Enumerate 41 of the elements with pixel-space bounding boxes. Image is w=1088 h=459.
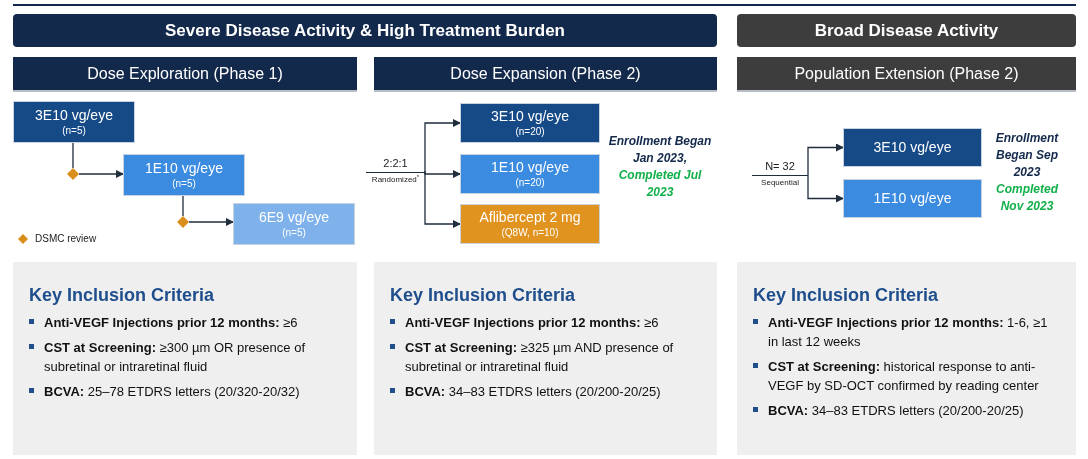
allocation-label: N= 32 Sequential xyxy=(752,158,808,190)
connector-arrow xyxy=(424,119,461,172)
dose-box: 1E10 vg/eye xyxy=(843,179,982,218)
connector-arrow xyxy=(807,173,844,203)
allocation-label: 2:2:1 Randomized$^{*}$ xyxy=(366,154,425,188)
section-header: Broad Disease Activity xyxy=(737,14,1076,47)
legend-text: DSMC review xyxy=(35,232,97,246)
review-diamond xyxy=(67,168,79,180)
dose-box: 3E10 vg/eye xyxy=(843,128,982,167)
connector-arrow xyxy=(807,143,844,175)
connector-arrow xyxy=(78,170,124,178)
connector-arrow xyxy=(424,170,461,178)
phase-header: Dose Exploration (Phase 1) xyxy=(13,57,357,90)
dose-box: 6E9 vg/eye (n=5) xyxy=(233,203,355,245)
section-header: Severe Disease Activity & High Treatment Burden xyxy=(13,14,717,47)
enrollment-note: Completed Nov 2023 xyxy=(995,181,1060,215)
enrollment-note: Completed Jul 2023 xyxy=(617,167,703,201)
criteria-panel: Key Inclusion Criteria Anti-VEGF Injections prior 12 months: ≥6 CST at Screening: ≥300 µm OR presence of subretinal or intraretinal fluid BCVA: 25–78 ETDRS letters (20/320-20/32) xyxy=(13,262,357,455)
criterion-text: Anti-VEGF Injections prior 12 months: 1-6, ≥1 in last 12 weeks xyxy=(768,314,1049,351)
dose-box: 3E10 vg/eye (n=5) xyxy=(13,101,135,143)
criteria-panel: Key Inclusion Criteria Anti-VEGF Injections prior 12 months: ≥6 CST at Screening: ≥325 µm AND presence of subretinal or intraretinal fluid BCVA: 34–83 ETDRS letters (20/200-20/25) xyxy=(374,262,717,455)
review-diamond xyxy=(177,216,189,228)
criterion-text: BCVA: 34–83 ETDRS letters (20/200-20/25) xyxy=(405,383,661,401)
criterion-text: CST at Screening: ≥300 µm OR presence of subretinal or intraretinal fluid xyxy=(44,339,306,376)
dose-box: 1E10 vg/eye (n=5) xyxy=(123,154,245,196)
phase-header: Dose Expansion (Phase 2) xyxy=(374,57,717,90)
enrollment-note: Enrollment Began Sep 2023 xyxy=(994,130,1060,181)
connector-arrow xyxy=(424,170,461,228)
criterion-text: Anti-VEGF Injections prior 12 months: ≥6 xyxy=(405,314,659,332)
criterion-text: BCVA: 34–83 ETDRS letters (20/200-20/25) xyxy=(768,402,1024,420)
dose-box: 3E10 vg/eye (n=20) xyxy=(460,103,600,143)
dose-box: 1E10 vg/eye (n=20) xyxy=(460,154,600,194)
dose-box: Aflibercept 2 mg (Q8W, n=10) xyxy=(460,204,600,244)
criterion-text: CST at Screening: ≥325 µm AND presence of subretinal or intraretinal fluid xyxy=(405,339,675,376)
criteria-panel: Key Inclusion Criteria Anti-VEGF Injections prior 12 months: 1-6, ≥1 in last 12 weeks CST at Screening: historical response to anti-VEGF by SD-OCT confirmed by reading center BCVA: 34–83 ETDRS letters (20/200-20/25) xyxy=(737,262,1076,455)
enrollment-note: Enrollment Began Jan 2023, xyxy=(607,133,713,167)
phase-header: Population Extension (Phase 2) xyxy=(737,57,1076,90)
criterion-text: Anti-VEGF Injections prior 12 months: ≥6 xyxy=(44,314,298,332)
criterion-text: BCVA: 25–78 ETDRS letters (20/320-20/32) xyxy=(44,383,300,401)
connector-arrow xyxy=(188,218,234,226)
criterion-text: CST at Screening: historical response to anti-VEGF by SD-OCT confirmed by reading center xyxy=(768,358,1040,395)
